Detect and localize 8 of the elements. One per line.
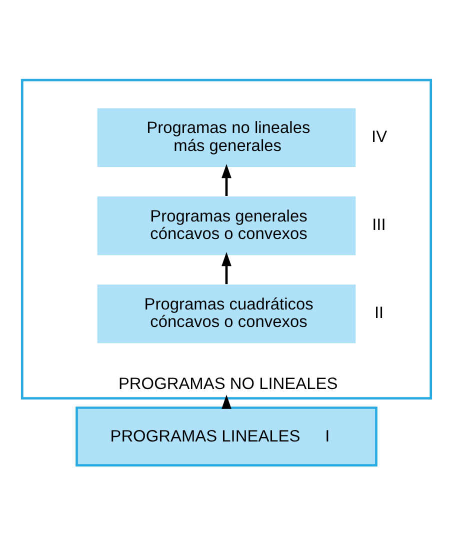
node-label: IV xyxy=(372,127,388,146)
arrow xyxy=(222,163,232,196)
node-box: Programas no lineales más generales xyxy=(97,108,356,166)
node-label: II xyxy=(374,304,384,322)
node-box: Programas generales cóncavos o convexos xyxy=(97,196,356,255)
node-label: III xyxy=(372,216,386,234)
node-box: Programas cuadráticos cóncavos o convexos xyxy=(97,284,356,343)
arrow xyxy=(222,252,232,284)
